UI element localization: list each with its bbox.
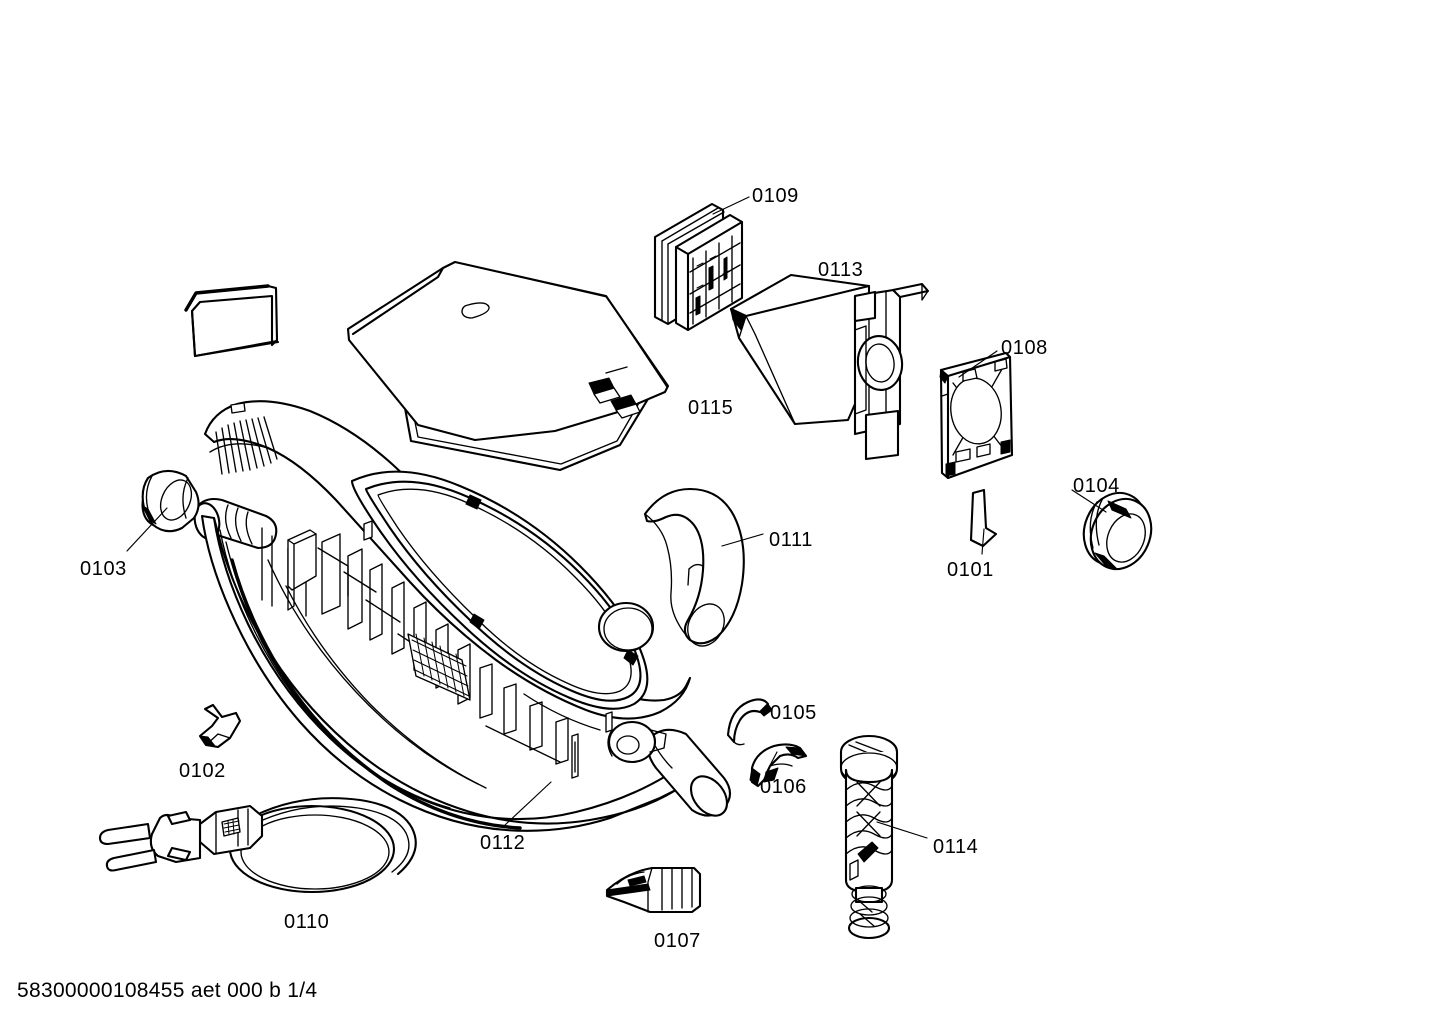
part-main-body-assembly (193, 400, 732, 832)
document-footer-code: 58300000108455 aet 000 b 1/4 (17, 979, 318, 1002)
part-label-0109: 0109 (752, 185, 799, 207)
part-0106-angled-bracket-clip (749, 743, 808, 788)
part-0115-lid-cover-panel (346, 260, 670, 472)
part-0102-hook-clip (198, 703, 242, 749)
part-0113-dust-bag (729, 273, 930, 461)
part-label-0106: 0106 (760, 776, 807, 798)
part-label-0107: 0107 (654, 930, 701, 952)
part-0109-exhaust-filter-grille (653, 202, 744, 332)
part-0108-filter-frame-holder (939, 351, 1014, 480)
part-label-0115: 0115 (688, 397, 734, 419)
part-0111-carry-handle (643, 487, 745, 647)
part-label-0113: 0113 (818, 259, 864, 281)
part-bracket-unlabeled (184, 284, 280, 358)
part-label-0101: 0101 (947, 559, 994, 581)
part-label-0104: 0104 (1073, 475, 1120, 497)
part-label-0103: 0103 (80, 558, 127, 580)
part-label-0114: 0114 (933, 836, 979, 858)
part-label-0105: 0105 (770, 702, 817, 724)
motor-grille-mesh (407, 633, 471, 701)
part-label-0108: 0108 (1001, 337, 1048, 359)
part-0105-curved-clip-small (726, 698, 773, 746)
part-0101-flat-blade-clip (969, 488, 998, 548)
part-label-0111: 0111 (769, 529, 813, 551)
part-label-0112: 0112 (480, 832, 526, 854)
part-0110-power-cord-with-plug (98, 797, 417, 894)
part-0114-cord-rewind-spool (839, 734, 899, 940)
part-0104-end-cap-ring (1082, 491, 1153, 571)
part-0103-hose-collar-ring (141, 469, 200, 533)
part-label-0102: 0102 (179, 760, 226, 782)
part-label-0110: 0110 (284, 911, 330, 933)
leader-lines (126, 196, 1107, 839)
part-0107-crevice-nozzle (605, 866, 702, 914)
